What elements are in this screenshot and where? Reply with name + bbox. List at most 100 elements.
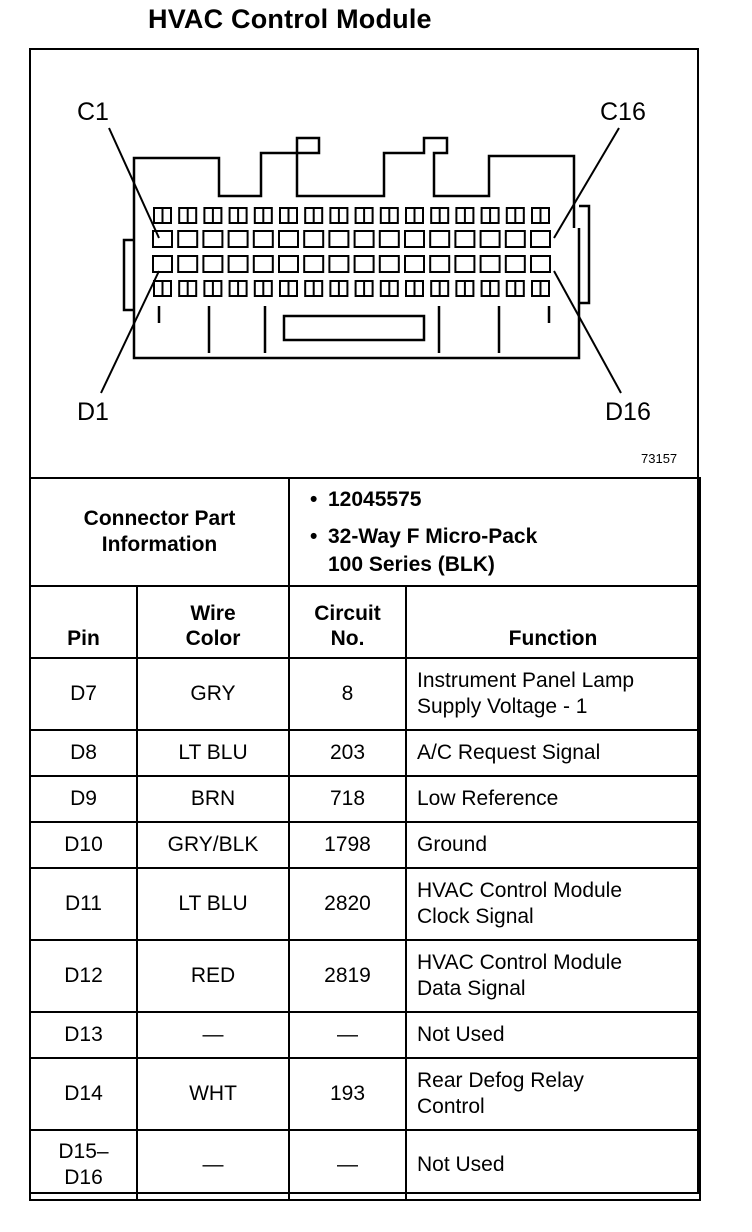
leader-c16 — [553, 127, 620, 239]
function-line1: HVAC Control Module — [417, 950, 623, 974]
connector-description: • 32-Way F Micro-Pack — [310, 523, 699, 550]
pin-cavity-c — [454, 230, 476, 248]
pin-cavity-c — [429, 230, 451, 248]
pin-cavity-c — [152, 230, 173, 248]
pin-cavity-c — [227, 230, 249, 248]
label-c1: C1 — [77, 98, 109, 126]
header-function-text: Function — [508, 626, 598, 650]
circuit-cell: 1798 — [288, 821, 407, 869]
table-row: D10 GRY/BLK 1798 Ground — [29, 821, 702, 869]
pin-cell: D12 — [29, 939, 138, 1013]
pin-cavity-d — [353, 255, 375, 273]
pin-cavity-d — [177, 255, 199, 273]
pin-cavity-c — [404, 230, 425, 248]
pin-cavity-d — [152, 255, 173, 273]
wire-color-cell: — — [136, 1129, 290, 1201]
circuit-cell: 193 — [288, 1057, 407, 1131]
header-circuit: Circuit No. — [288, 585, 407, 659]
label-d1: D1 — [77, 398, 109, 426]
pin-line1: D15– — [58, 1139, 109, 1163]
pin-cavity-d — [504, 255, 526, 273]
pin-cavity-c — [303, 230, 325, 248]
pin-cell: D11 — [29, 867, 138, 941]
pin-cavity-d — [479, 255, 501, 273]
pin-cell: D9 — [29, 775, 138, 823]
function-cell: A/C Request Signal — [404, 729, 702, 777]
circuit-cell: — — [288, 1129, 407, 1201]
label-c16: C16 — [600, 98, 646, 126]
bullet-icon: • — [310, 525, 318, 549]
connector-description-line1: 32-Way F Micro-Pack — [328, 525, 538, 549]
circuit-cell: 2819 — [288, 939, 407, 1013]
pin-line2: D16 — [64, 1166, 103, 1189]
header-circuit-line1: Circuit — [314, 601, 381, 625]
connector-description-line2: 100 Series (BLK) — [328, 552, 495, 576]
header-row: Pin Wire Color Circuit No. Function — [29, 585, 702, 659]
pin-cavity-c — [328, 230, 350, 248]
pin-cavity-d — [530, 255, 551, 273]
bullet-icon: • — [310, 488, 318, 512]
pin-cell: D15– D16 — [29, 1129, 138, 1201]
wire-color-cell: GRY/BLK — [136, 821, 290, 869]
wire-color-cell: LT BLU — [136, 867, 290, 941]
circuit-cell: 203 — [288, 729, 407, 777]
header-wire-color: Wire Color — [136, 585, 290, 659]
connector-info-value: • 12045575 • 32-Way F Micro-Pack 100 Serie… — [287, 477, 702, 587]
header-pin: Pin — [29, 585, 138, 659]
wire-color-cell: LT BLU — [136, 729, 290, 777]
pin-cavity-d — [454, 255, 476, 273]
pin-cavity-d — [227, 255, 249, 273]
pin-cell: D8 — [29, 729, 138, 777]
pinout-table: Connector Part Information • 12045575 • 32… — [29, 477, 702, 1201]
connector-info-label-line2: Information — [101, 533, 218, 556]
function-line2: Control — [417, 1095, 485, 1118]
header-pin-text: Pin — [67, 626, 100, 650]
pin-cavity-c — [530, 230, 551, 248]
pin-cavity-c — [504, 230, 526, 248]
header-wire-line1: Wire — [190, 601, 236, 625]
connector-info-label-line1: Connector Part — [83, 506, 236, 530]
pin-cavity-d — [429, 255, 451, 273]
connector-body — [132, 228, 581, 360]
circuit-cell: 718 — [288, 775, 407, 823]
wire-color-cell: WHT — [136, 1057, 290, 1131]
pin-cavity-c — [252, 230, 274, 248]
pin-cell: D10 — [29, 821, 138, 869]
table-row: D8 LT BLU 203 A/C Request Signal — [29, 729, 702, 777]
pin-cavity-c — [177, 230, 199, 248]
bottom-slot — [282, 314, 426, 342]
header-wire-line2: Color — [185, 626, 241, 650]
connector-info-row: Connector Part Information • 12045575 • 32… — [29, 477, 702, 587]
function-cell: Low Reference — [404, 775, 702, 823]
pin-cavity-d — [278, 255, 299, 273]
pin-cavity-d — [378, 255, 400, 273]
pin-cell: D14 — [29, 1057, 138, 1131]
bottom-ribs — [157, 306, 551, 353]
pin-cavity-d — [303, 255, 325, 273]
part-number-text: 12045575 — [328, 488, 422, 512]
function-line1: Rear Defog Relay — [417, 1068, 584, 1092]
function-line2: Supply Voltage - 1 — [417, 695, 588, 718]
table-row: D15–D16 — — Not Used — [29, 1129, 702, 1201]
function-cell: Not Used — [404, 1011, 702, 1059]
connector-drawing — [100, 127, 622, 394]
page-title: HVAC Control Module — [148, 4, 432, 34]
part-number: • 12045575 — [310, 486, 699, 513]
wire-color-cell: — — [136, 1011, 290, 1059]
function-line1: Instrument Panel Lamp — [417, 668, 635, 692]
header-function: Function — [404, 585, 702, 659]
pin-cavity-c — [278, 230, 299, 248]
wire-color-cell: BRN — [136, 775, 290, 823]
pin-cavity-c — [202, 230, 224, 248]
wire-color-cell: GRY — [136, 657, 290, 731]
right-latch — [579, 204, 591, 305]
connector-diagram: C1 C16 D1 D16 73157 — [29, 48, 699, 478]
header-circuit-line2: No. — [330, 626, 365, 650]
function-line2: Data Signal — [417, 977, 526, 1000]
connector-outline — [132, 136, 576, 228]
